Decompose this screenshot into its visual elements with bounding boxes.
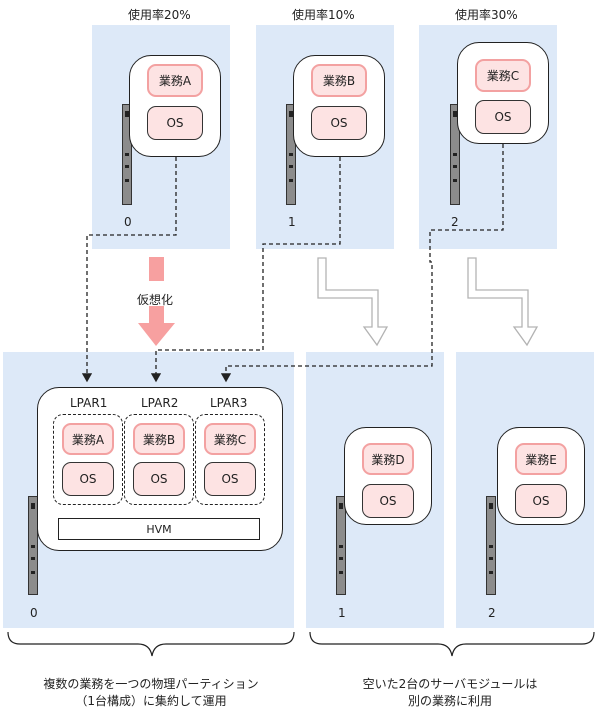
app-box: 業務C xyxy=(204,423,256,455)
os-box: OS xyxy=(362,484,414,518)
os-box: OS xyxy=(515,484,567,518)
app-box: 業務B xyxy=(311,64,367,97)
migration-line-c xyxy=(220,144,504,383)
lpar-host-card: 業務A OS 業務B OS 業務C OS LPAR1 LPAR2 LPAR3 H… xyxy=(37,387,283,551)
lpar-3: 業務C OS xyxy=(195,414,265,505)
caption-right: 空いた2台のサーバモジュールは 別の業務に利用 xyxy=(306,676,594,710)
app-box: 業務D xyxy=(362,443,414,475)
caption-left: 複数の業務を一つの物理パーティション （1台構成）に集約して運用 xyxy=(6,676,296,710)
os-box: OS xyxy=(62,462,114,496)
caption-left-line2: （1台構成）に集約して運用 xyxy=(75,694,227,708)
brace-left xyxy=(7,631,295,657)
os-instance-card-e: 業務E OS xyxy=(497,427,585,525)
migration-line-a xyxy=(81,157,177,383)
hvm-bar: HVM xyxy=(58,518,260,540)
usage-label-2: 使用率30% xyxy=(455,8,518,22)
brace-right xyxy=(309,631,595,657)
migration-line-b xyxy=(150,157,341,383)
lpar-label-2: LPAR2 xyxy=(141,396,179,410)
os-box: OS xyxy=(311,106,367,140)
app-box: 業務E xyxy=(515,443,567,475)
app-box: 業務A xyxy=(62,423,114,455)
server-number-bottom-1: 1 xyxy=(338,606,346,620)
server-blade-icon xyxy=(286,104,296,205)
server-number-bottom-0: 0 xyxy=(30,606,38,620)
server-blade-icon xyxy=(450,104,460,205)
os-box: OS xyxy=(133,462,185,496)
caption-right-line2: 別の業務に利用 xyxy=(407,694,492,708)
freed-arrow-2 xyxy=(467,257,539,347)
caption-right-line1: 空いた2台のサーバモジュールは xyxy=(362,677,538,691)
os-instance-card-1: 業務B OS xyxy=(293,55,385,157)
virtualize-label: 仮想化 xyxy=(137,293,174,307)
app-box: 業務A xyxy=(147,64,203,97)
lpar-2: 業務B OS xyxy=(124,414,194,505)
freed-arrow-1 xyxy=(317,257,389,347)
server-blade-icon xyxy=(122,104,132,205)
virtualize-arrow xyxy=(138,257,175,346)
usage-label-1: 使用率10% xyxy=(292,8,355,22)
lpar-1: 業務A OS xyxy=(53,414,123,505)
os-box: OS xyxy=(475,100,531,134)
server-number-2: 2 xyxy=(451,215,459,229)
os-box: OS xyxy=(147,106,203,140)
usage-label-0: 使用率20% xyxy=(128,8,191,22)
server-number-bottom-2: 2 xyxy=(488,606,496,620)
lpar-label-1: LPAR1 xyxy=(70,396,108,410)
server-number-1: 1 xyxy=(288,215,296,229)
lpar-label-3: LPAR3 xyxy=(210,396,248,410)
app-box: 業務B xyxy=(133,423,185,455)
os-instance-card-d: 業務D OS xyxy=(344,427,432,525)
os-instance-card-2: 業務C OS xyxy=(457,42,549,144)
os-instance-card-0: 業務A OS xyxy=(129,55,221,157)
server-blade-icon xyxy=(336,496,346,595)
server-blade-icon xyxy=(28,496,38,595)
os-box: OS xyxy=(204,462,256,496)
server-blade-icon xyxy=(486,496,496,595)
app-box: 業務C xyxy=(475,59,531,92)
server-number-0: 0 xyxy=(124,215,132,229)
caption-left-line1: 複数の業務を一つの物理パーティション xyxy=(43,677,259,691)
